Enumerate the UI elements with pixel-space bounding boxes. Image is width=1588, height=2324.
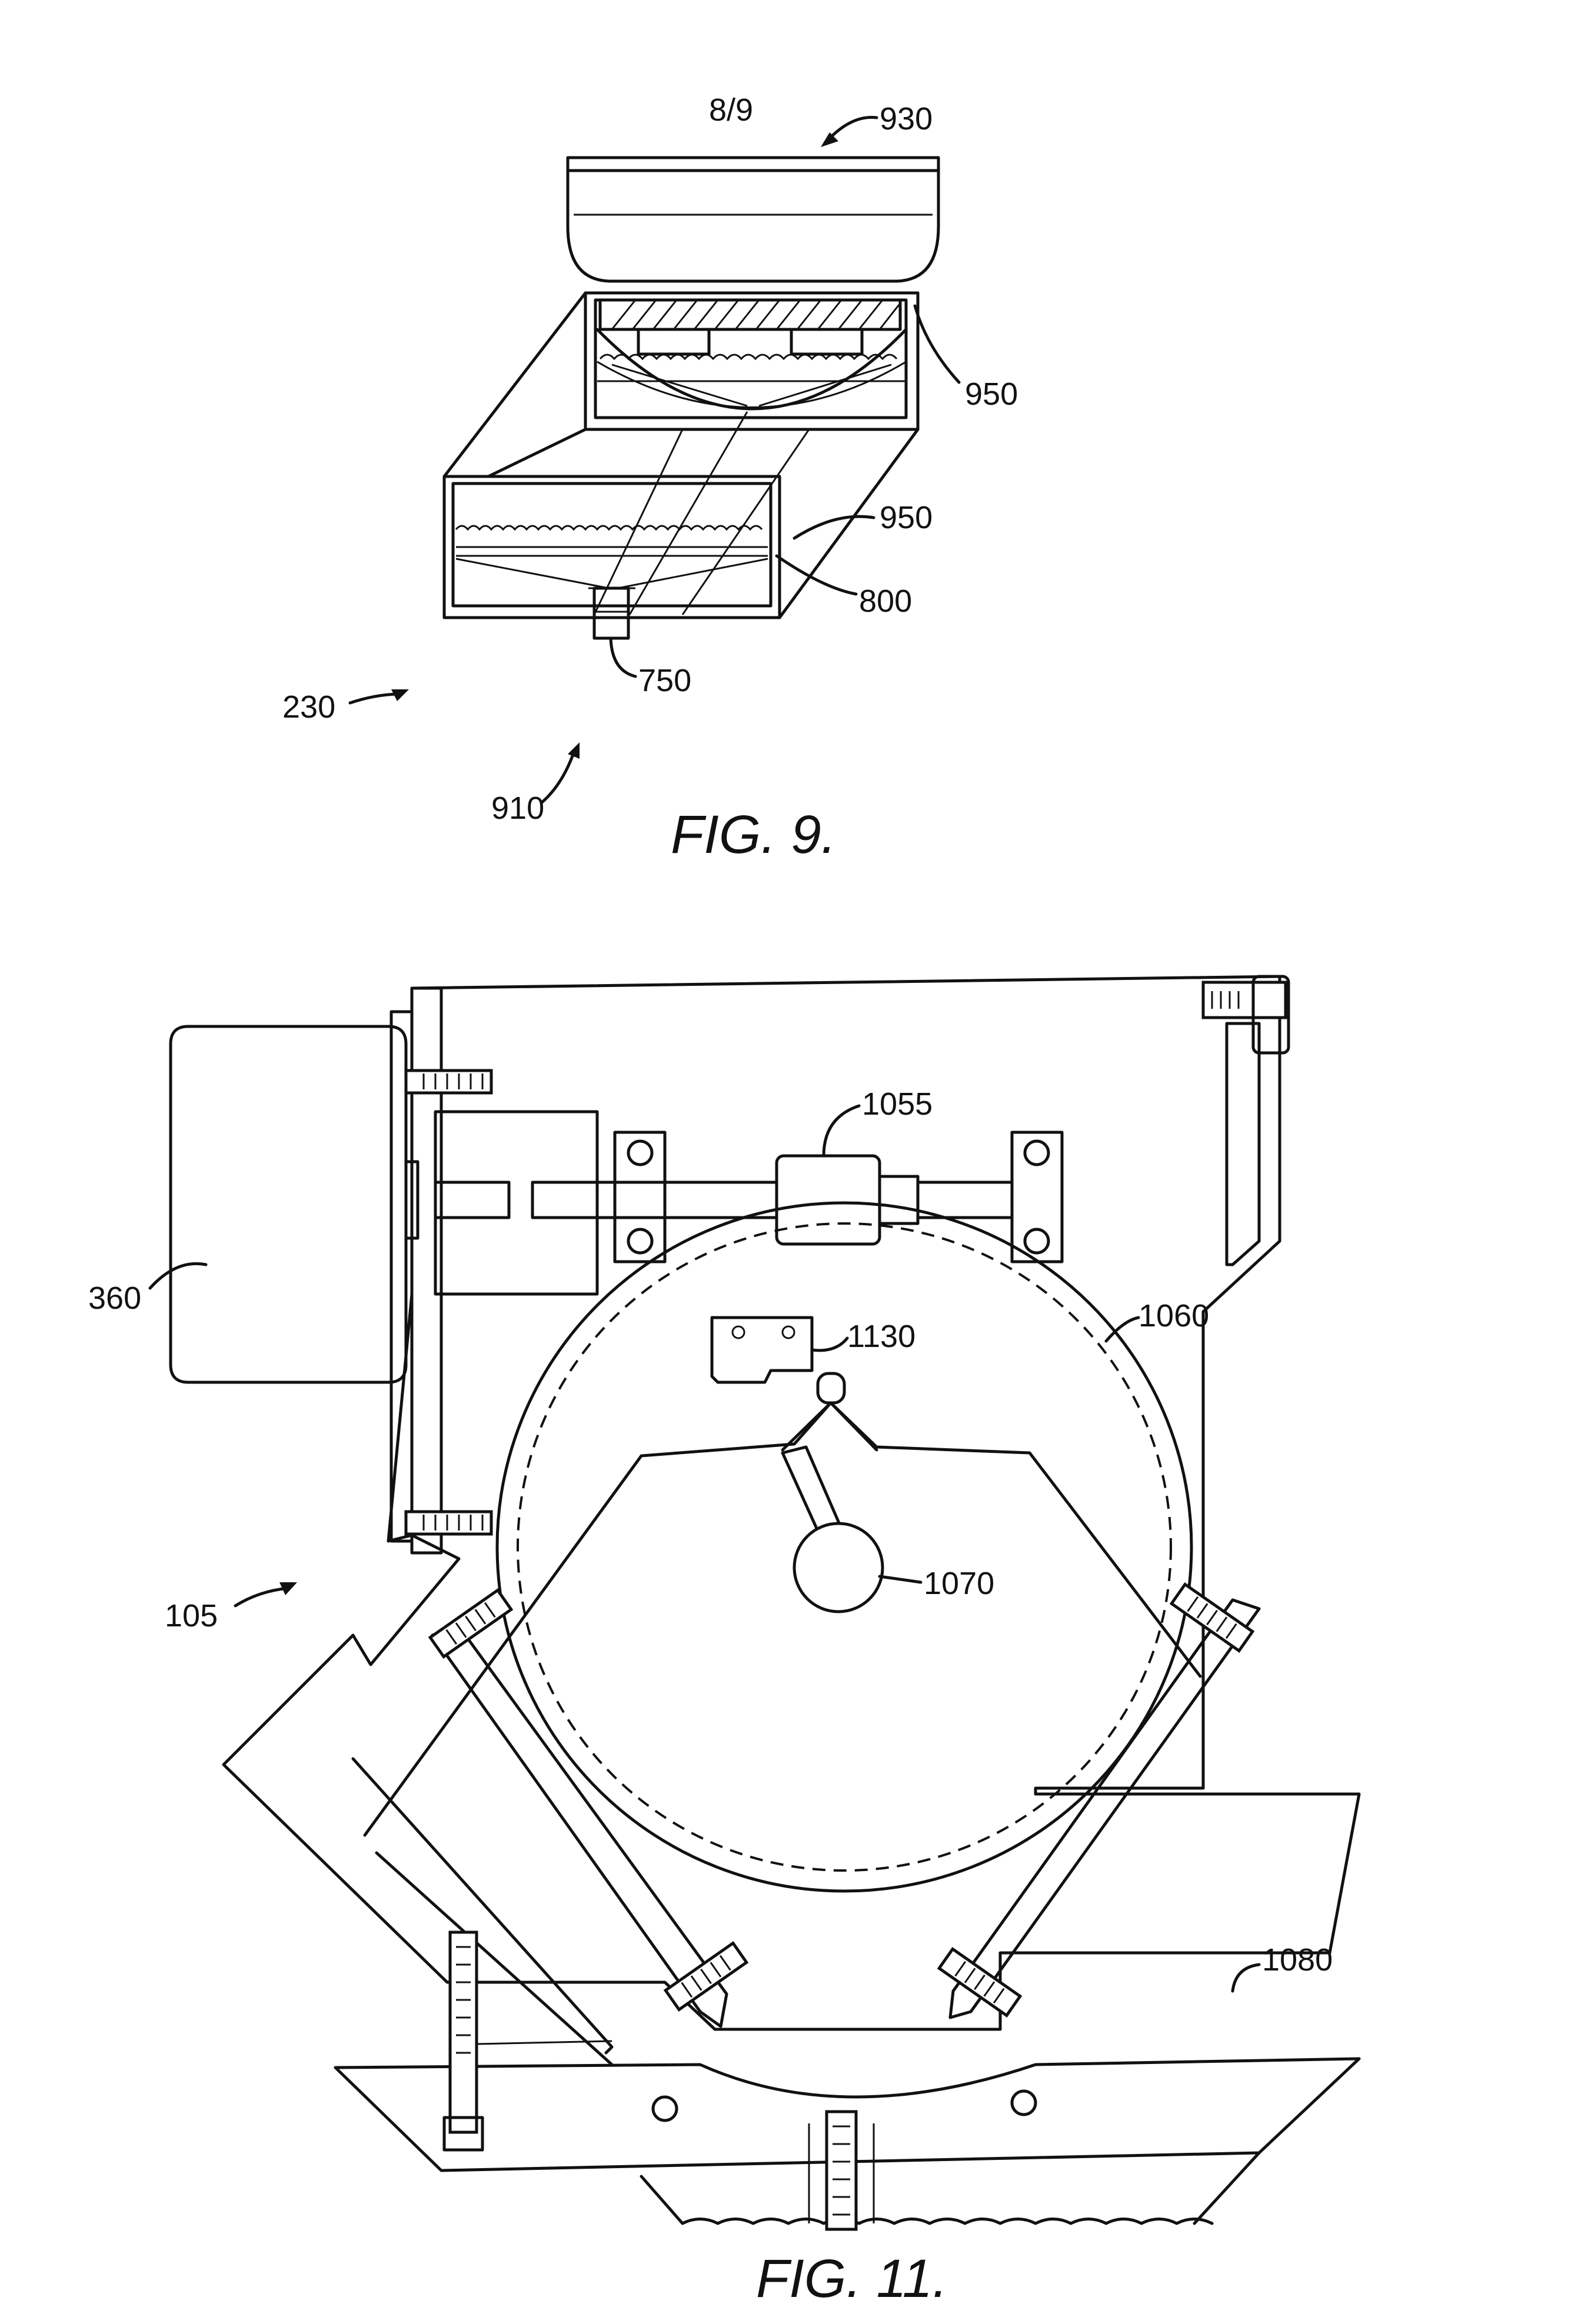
fig11-label-1130: 1130 [847,1319,915,1354]
fig9-label-910: 910 [491,791,544,826]
fig9-caption: FIG. 9. [671,805,836,865]
fig9-labels: 930 950 950 800 750 230 910 [282,101,1018,826]
fig11-label-1055: 1055 [862,1086,933,1122]
fig9-label-800: 800 [859,583,912,619]
fig9-label-750: 750 [638,663,691,698]
fig11-label-105: 105 [165,1598,218,1633]
fig11-label-1080: 1080 [1262,1942,1333,1978]
fig9-label-230: 230 [282,689,335,725]
fig9-leaders [350,117,959,803]
fig11-label-360: 360 [88,1281,141,1316]
fig9-label-950-top: 950 [965,376,1018,412]
fig9-label-950-lower: 950 [880,500,933,535]
fig9-drawing [444,158,938,638]
fig9-label-930: 930 [880,101,933,136]
page-number: 8/9 [709,92,753,128]
fig11-labels: 1055 360 1130 1060 1070 105 1080 [88,1086,1333,1978]
fig11-drawing [171,976,1359,2229]
fig11-caption: FIG. 11. [756,2249,948,2309]
fig11-label-1060: 1060 [1138,1298,1209,1333]
fig11-leaders [150,1106,1259,1991]
fig11-label-1070: 1070 [924,1566,994,1601]
